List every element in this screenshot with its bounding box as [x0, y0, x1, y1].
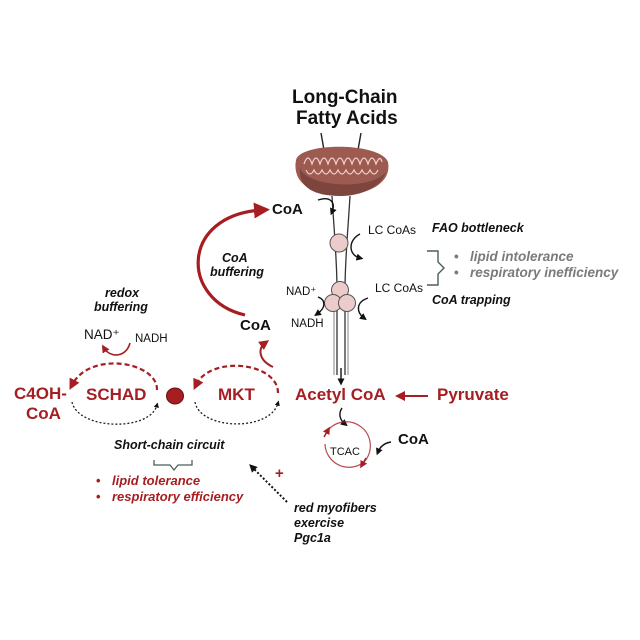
lc-outcome-2: respiratory inefficiency	[454, 265, 619, 281]
nadh-left: NADH	[135, 333, 168, 345]
sc-outcome-text: respiratory efficiency	[112, 489, 244, 504]
fao-bottleneck-label: FAO bottleneck	[432, 221, 524, 235]
fa-entry-line-right	[357, 132, 362, 151]
lc-coa-arrow-2	[357, 297, 369, 321]
sc-outcome-1: lipid tolerance	[96, 473, 201, 488]
mid-coa-label: CoA	[240, 317, 271, 334]
lc-outcome-text: lipid intolerance	[470, 249, 574, 264]
nadh-right: NADH	[291, 318, 324, 330]
coa-trapping-label: CoA trapping	[432, 293, 511, 307]
schad-loop-black	[71, 401, 159, 425]
coa-into-tcac-arrow	[376, 441, 392, 456]
lc-outcome-1: lipid intolerance	[454, 249, 574, 265]
activator-1: red myofibers	[294, 501, 377, 515]
lc-coas-label-1: LC CoAs	[368, 223, 417, 237]
c4oh-coa-line-1: C4OH-	[14, 384, 67, 403]
lc-coas-label-2: LC CoAs	[375, 281, 424, 295]
shared-intermediate-dot	[166, 387, 184, 405]
short-chain-circuit-label: Short-chain circuit	[114, 438, 225, 452]
mkt-to-coa-arrow	[258, 340, 274, 368]
acetyl-coa-label: Acetyl CoA	[295, 385, 386, 404]
carrier-triple-right	[338, 294, 356, 312]
mkt-loop-red	[193, 364, 280, 394]
tcac-label: TCAC	[330, 446, 360, 458]
coa-in-arrow	[317, 198, 337, 216]
outcome-bracket	[427, 250, 445, 286]
coa-buffering-line-1: CoA	[222, 251, 248, 265]
carrier-single	[329, 233, 349, 253]
acetyl-to-tcac-arrow	[339, 407, 348, 427]
nad-plus-right: NAD⁺	[286, 286, 317, 298]
redox-buffering-line-1: redox	[105, 286, 140, 300]
nad-arrow	[314, 296, 325, 316]
schad-loop-red	[69, 362, 159, 391]
coa-buffering-arrow	[196, 202, 270, 317]
tcac-cycle-arc-2	[324, 443, 365, 468]
title-line-2: Fatty Acids	[296, 108, 398, 129]
lc-outcome-text: respiratory inefficiency	[470, 265, 619, 280]
tcac-cycle-arc-1	[325, 421, 371, 463]
mkt-loop-black	[194, 400, 280, 425]
nad-plus-left: NAD⁺	[84, 327, 120, 342]
schad-enzyme: SCHAD	[86, 385, 147, 404]
activator-3: Pgc1a	[294, 531, 331, 545]
tca-coa-label: CoA	[398, 431, 429, 448]
c4oh-coa-line-2: CoA	[26, 404, 61, 423]
activator-arrow	[249, 464, 288, 503]
redox-arrow	[101, 342, 131, 356]
sc-outcome-text: lipid tolerance	[112, 473, 201, 488]
redox-buffering-line-2: buffering	[94, 300, 148, 314]
sc-outcome-bracket	[153, 460, 193, 472]
plus-sign: +	[275, 465, 284, 482]
coa-buffering-line-2: buffering	[210, 265, 264, 279]
lc-coa-arrow-1	[350, 233, 364, 261]
mitochondrion-icon	[295, 146, 389, 196]
activator-2: exercise	[294, 516, 345, 530]
pyruvate-label: Pyruvate	[437, 385, 509, 404]
mkt-enzyme: MKT	[218, 385, 255, 404]
top-coa-label: CoA	[272, 201, 303, 218]
fa-entry-line-left	[320, 132, 325, 151]
sc-outcome-2: respiratory efficiency	[96, 489, 244, 504]
title-line-1: Long-Chain	[292, 87, 398, 108]
